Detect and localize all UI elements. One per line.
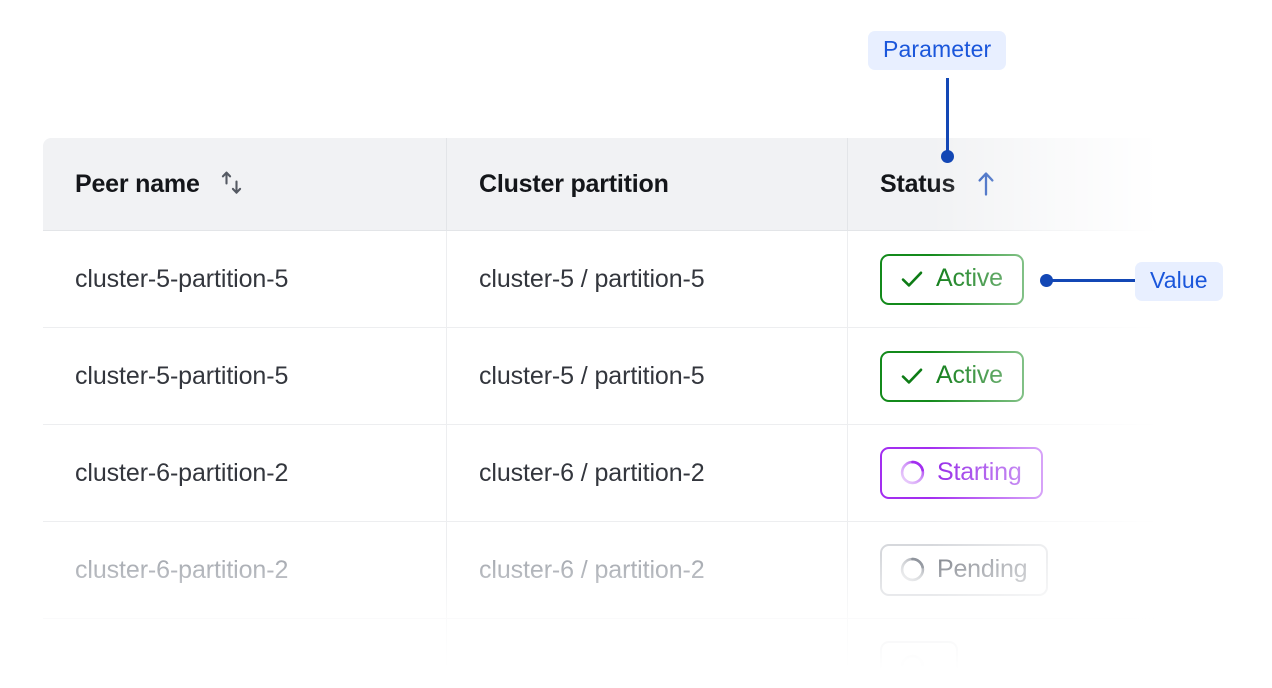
cell-peer-name: cluster-6-partition-2 <box>43 521 447 619</box>
parameter-connector-line <box>946 78 949 156</box>
cell-cluster-partition: cluster-5 / partition-5 <box>446 327 848 425</box>
status-badge-starting: Starting <box>880 447 1043 499</box>
spinner-icon <box>899 556 926 583</box>
value-connector-dot <box>1040 274 1053 287</box>
parameter-callout-badge: Parameter <box>868 31 1007 70</box>
cell-peer-name <box>43 618 447 688</box>
peers-table-container: Peer name Cluster partition <box>42 137 1190 688</box>
parameter-connector-dot <box>941 150 954 163</box>
arrow-up-icon[interactable] <box>972 169 1000 199</box>
check-icon <box>899 266 925 292</box>
column-header-peer-name-label: Peer name <box>75 169 200 198</box>
cell-peer-name: cluster-5-partition-5 <box>43 230 447 328</box>
table-body: cluster-5-partition-5 cluster-5 / partit… <box>43 230 1190 688</box>
cell-status: Starting <box>847 424 1190 522</box>
status-badge-label: Starting <box>937 458 1022 486</box>
table-row[interactable]: cluster-6-partition-2 cluster-6 / partit… <box>43 521 1190 619</box>
cell-cluster-partition: cluster-5 / partition-5 <box>446 230 848 328</box>
status-badge-label: Active <box>936 264 1003 292</box>
table-row[interactable] <box>43 618 1190 688</box>
table-header: Peer name Cluster partition <box>43 138 1190 231</box>
spinner-icon <box>899 653 926 680</box>
status-badge-active: Active <box>880 350 1024 402</box>
column-header-cluster-partition[interactable]: Cluster partition <box>446 138 848 231</box>
cell-status <box>847 618 1190 688</box>
value-connector-line <box>1052 279 1140 282</box>
cell-status: Active <box>847 327 1190 425</box>
status-badge-pending <box>880 641 958 688</box>
table-row[interactable]: cluster-6-partition-2 cluster-6 / partit… <box>43 424 1190 522</box>
table-row[interactable]: cluster-5-partition-5 cluster-5 / partit… <box>43 327 1190 425</box>
cell-cluster-partition <box>446 618 848 688</box>
column-header-cluster-partition-label: Cluster partition <box>479 169 669 198</box>
cell-status: Pending <box>847 521 1190 619</box>
value-callout-badge: Value <box>1135 262 1223 301</box>
cell-cluster-partition: cluster-6 / partition-2 <box>446 521 848 619</box>
table-row[interactable]: cluster-5-partition-5 cluster-5 / partit… <box>43 230 1190 328</box>
status-badge-label: Pending <box>937 555 1028 583</box>
spinner-icon <box>899 459 926 486</box>
status-badge-pending: Pending <box>880 544 1049 596</box>
column-header-peer-name[interactable]: Peer name <box>43 138 447 231</box>
sort-updown-icon[interactable] <box>217 169 247 199</box>
column-header-status[interactable]: Status <box>847 138 1190 231</box>
check-icon <box>899 363 925 389</box>
cell-peer-name: cluster-5-partition-5 <box>43 327 447 425</box>
cell-cluster-partition: cluster-6 / partition-2 <box>446 424 848 522</box>
table-header-row: Peer name Cluster partition <box>43 138 1190 231</box>
status-badge-label: Active <box>936 361 1003 389</box>
peers-table: Peer name Cluster partition <box>42 137 1190 688</box>
column-header-status-label: Status <box>880 169 956 198</box>
status-badge-active: Active <box>880 253 1024 305</box>
cell-peer-name: cluster-6-partition-2 <box>43 424 447 522</box>
